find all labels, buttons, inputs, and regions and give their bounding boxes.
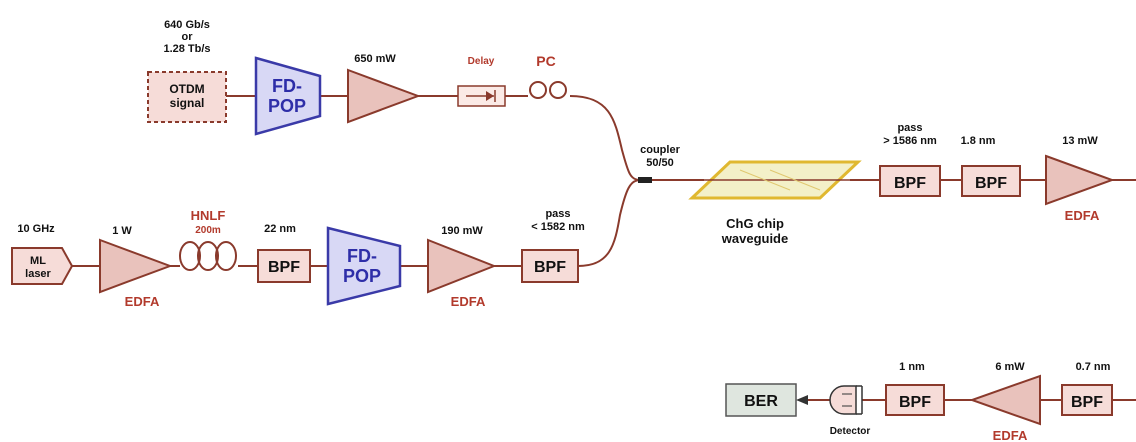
otdm-label: OTDM xyxy=(169,82,204,96)
coupler-label: coupler xyxy=(640,144,680,156)
receiver-edfa-label: EDFA xyxy=(993,428,1028,442)
chg-chip xyxy=(688,160,862,200)
rep-rate-label: 10 GHz xyxy=(17,223,55,235)
hnlf-label: HNLF xyxy=(191,208,226,223)
chip-waveguide-label: waveguide xyxy=(721,231,788,246)
detector xyxy=(829,385,863,415)
coupler xyxy=(638,177,652,183)
pump-bpf-2-label: BPF xyxy=(534,259,566,276)
fdpop-signal-line2: POP xyxy=(268,96,306,116)
fiber-paths xyxy=(72,95,1136,405)
receiver-bpf-1-label: BPF xyxy=(1071,394,1103,411)
output-pass-label: pass xyxy=(897,122,922,134)
chip-label: ChG chip xyxy=(726,216,784,231)
receiver-bpf-1: BPF xyxy=(1061,384,1113,416)
detector-label: Detector xyxy=(830,426,871,437)
pump-bpf-1-label: BPF xyxy=(268,259,300,276)
output-bpf-1-label: BPF xyxy=(894,175,926,192)
output-edfa xyxy=(1045,154,1115,206)
output-bpf-2-label: BPF xyxy=(975,175,1007,192)
receiver-edfa-power: 6 mW xyxy=(995,361,1025,373)
coupler-ratio: 50/50 xyxy=(646,157,674,169)
laser-label: laser xyxy=(25,268,51,280)
polarization-controller xyxy=(529,81,567,99)
fdpop-signal-line1: FD- xyxy=(272,76,302,96)
receiver-edfa xyxy=(968,374,1041,426)
receiver-bpf-2-bandwidth: 1 nm xyxy=(899,361,925,373)
ml-label: ML xyxy=(30,255,46,267)
delay-label: Delay xyxy=(468,56,495,67)
pump-pass-label: pass xyxy=(545,208,570,220)
bitrate-or-label: or xyxy=(182,31,194,43)
pc-label: PC xyxy=(536,53,555,69)
ml-laser: ML laser xyxy=(11,247,74,285)
output-edfa-power: 13 mW xyxy=(1062,135,1098,147)
pump-edfa-1-label: EDFA xyxy=(125,294,160,309)
output-bpf-1: BPF xyxy=(879,165,941,197)
output-pass-cutoff: > 1586 nm xyxy=(883,135,937,147)
hnlf-coil xyxy=(179,241,237,271)
pump-bpf-1-bandwidth: 22 nm xyxy=(264,223,296,235)
pump-edfa-2 xyxy=(427,238,497,294)
ber-label: BER xyxy=(744,393,778,410)
pump-edfa-2-power: 190 mW xyxy=(441,225,483,237)
ber-tester: BER xyxy=(725,383,797,417)
pump-edfa-2-label: EDFA xyxy=(451,294,486,309)
output-bpf-2-bandwidth: 1.8 nm xyxy=(961,135,996,147)
bitrate-alt-label: 1.28 Tb/s xyxy=(163,43,210,55)
bitrate-label: 640 Gb/s xyxy=(164,19,210,31)
receiver-bpf-2: BPF xyxy=(885,384,945,416)
fdpop-pump-line2: POP xyxy=(343,266,381,286)
output-bpf-2: BPF xyxy=(961,165,1021,197)
fdpop-pump: FD- POP xyxy=(326,226,402,306)
signal-amp-power: 650 mW xyxy=(354,53,396,65)
otdm-signal-label: signal xyxy=(170,96,205,110)
pump-edfa-1 xyxy=(99,238,173,294)
fdpop-signal: FD- POP xyxy=(254,56,322,136)
hnlf-length-label: 200m xyxy=(195,225,221,236)
receiver-bpf-2-label: BPF xyxy=(899,394,931,411)
pump-pass-cutoff: < 1582 nm xyxy=(531,221,585,233)
pump-bpf-1: BPF xyxy=(257,249,311,283)
receiver-bpf-1-bandwidth: 0.7 nm xyxy=(1076,361,1111,373)
output-edfa-label: EDFA xyxy=(1065,208,1100,223)
fdpop-pump-line1: FD- xyxy=(347,246,377,266)
signal-amplifier xyxy=(347,68,421,124)
pump-edfa-1-power: 1 W xyxy=(112,225,132,237)
otdm-signal-box: OTDM signal xyxy=(147,71,227,123)
pump-bpf-2: BPF xyxy=(521,249,579,283)
delay-line xyxy=(457,85,506,107)
